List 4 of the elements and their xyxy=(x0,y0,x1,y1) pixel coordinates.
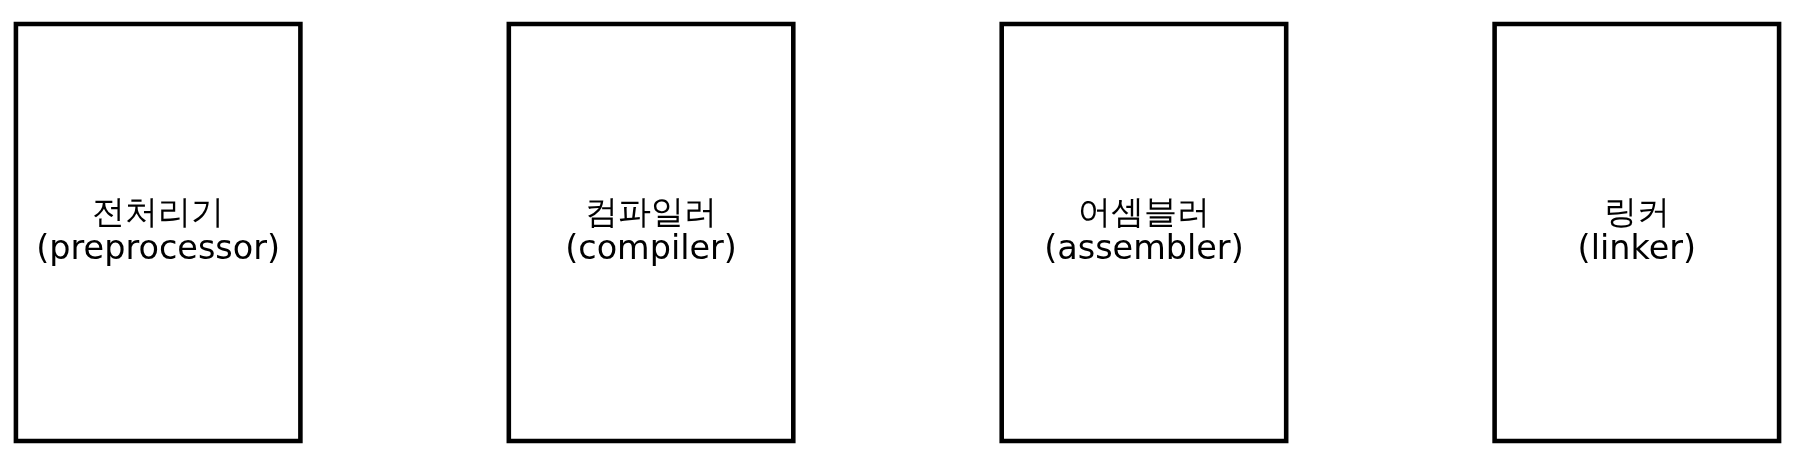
node-box: 전처리기 (preprocessor) xyxy=(13,21,303,444)
node-box: 링커 (linker) xyxy=(1492,21,1782,444)
node-box: 컴파일러 (compiler) xyxy=(506,21,796,444)
node-box: 어셈블러 (assembler) xyxy=(999,21,1289,444)
